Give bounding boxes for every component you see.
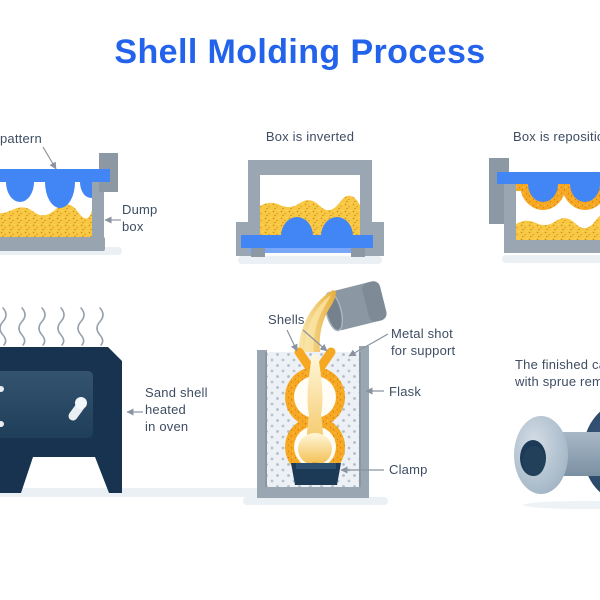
door-dot [0,421,4,427]
heat-waves-icon [0,307,104,346]
casting-bore-shade [523,446,545,476]
box-bottom [0,237,105,251]
label-flask: Flask [389,384,422,399]
crucible [324,281,387,332]
sand-texture [0,204,92,239]
shadow [523,501,600,509]
caption-box-repositioned: Box is repositioned [513,129,600,144]
shadow [243,497,388,505]
right-foot [351,248,365,257]
clamp [291,463,341,485]
pattern-plate [0,169,110,182]
pattern-domes [281,217,353,236]
pattern-plate [241,235,373,248]
caption-finished-casting: The finished casting with sprue removed [515,357,600,390]
flask [257,346,369,498]
oven-diagram [0,307,320,497]
oven-door [0,371,93,438]
shadow [502,255,600,263]
inverted-box-diagram [236,160,384,264]
label-sand-shell-heated: Sand shell heated in oven [145,385,208,435]
repositioned-box-diagram [489,158,600,263]
label-metal-shot: Metal shot for support [391,326,456,359]
shadow [238,256,382,264]
dump-box-diagram [0,146,122,255]
label-clamp: Clamp [389,462,428,477]
frame-top [248,160,372,175]
pattern-domes [528,184,600,202]
pouring-diagram [243,281,389,505]
oven-handle-knob [75,397,87,409]
door-dot [0,386,4,392]
stream-highlight [304,295,331,366]
pattern-plate [497,172,600,184]
pattern-arrow [42,146,57,170]
sand-texture [516,215,600,242]
label-dump-box: Dump box [122,202,158,235]
oven-left-leg [0,457,33,493]
frame-left-wall [248,160,260,234]
page-title: Shell Molding Process [114,33,486,71]
molten-pool [298,433,332,465]
frame-right-wall [360,160,372,234]
casting-diagram [514,411,600,509]
callout-arrows [286,329,389,474]
label-pattern: pattern [0,131,42,146]
label-shells: Shells [268,312,305,327]
left-foot [251,248,265,257]
floor-shadow [0,488,320,497]
caption-box-inverted: Box is inverted [265,129,355,144]
box-bottom [504,240,600,253]
pattern-domes [6,182,102,208]
plate-underside [249,248,365,253]
box-left-wall [504,184,516,246]
box-right-wall [92,178,104,244]
